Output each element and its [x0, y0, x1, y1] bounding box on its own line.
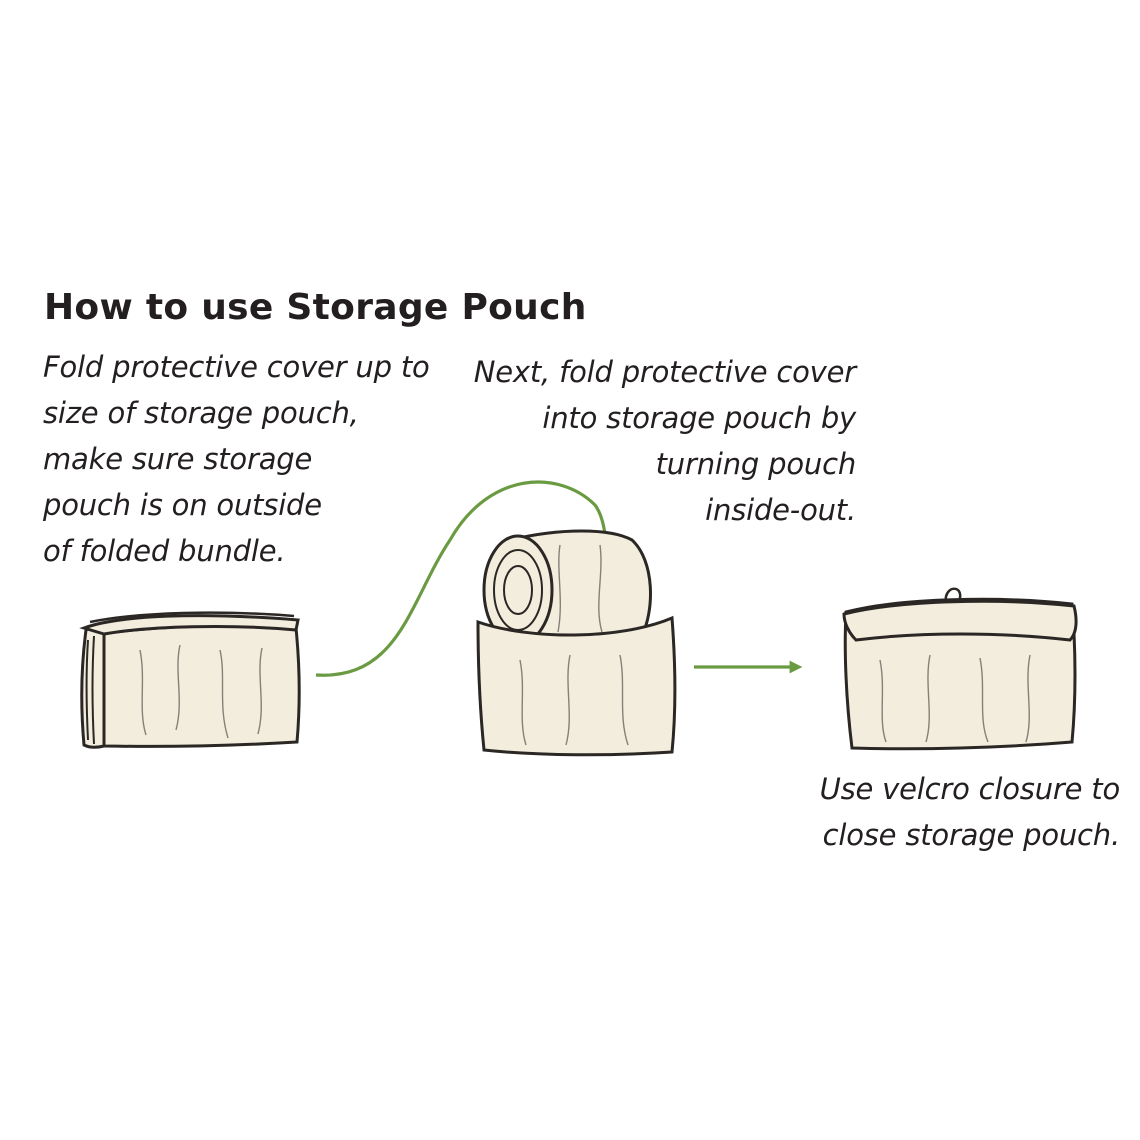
rolled-cover-in-pouch-illustration: [476, 529, 677, 757]
step-2-line: turning pouch: [655, 447, 857, 481]
step-3-line: close storage pouch.: [822, 818, 1121, 852]
step-1-line: make sure storage: [43, 442, 313, 476]
step-3-instructions: Use velcro closure to close storage pouc…: [819, 766, 1121, 858]
step-2-line: into storage pouch by: [542, 401, 856, 435]
step-2-line: inside-out.: [705, 493, 856, 527]
step-2-instructions: Next, fold protective cover into storage…: [474, 349, 856, 533]
step-2-line: Next, fold protective cover: [473, 355, 856, 389]
folded-bundle-illustration: [79, 611, 301, 749]
step-3-line: Use velcro closure to: [819, 772, 1121, 806]
page-title: How to use Storage Pouch: [44, 287, 587, 328]
step-1-line: size of storage pouch,: [43, 396, 359, 430]
step-1-line: Fold protective cover up to: [43, 350, 430, 384]
step-1-line: of folded bundle.: [43, 534, 286, 568]
step-1-instructions: Fold protective cover up to size of stor…: [43, 344, 430, 574]
step-1-line: pouch is on outside: [43, 488, 322, 522]
closed-pouch-illustration: [842, 587, 1078, 751]
